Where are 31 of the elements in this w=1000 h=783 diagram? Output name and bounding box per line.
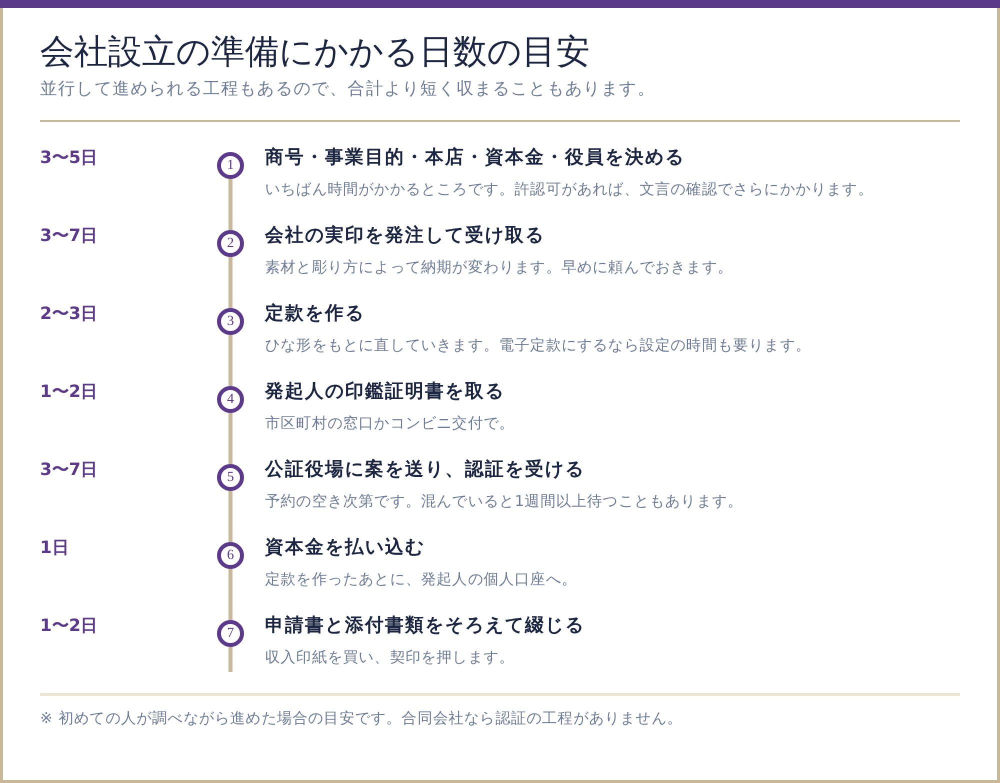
- step-title: 会社の実印を発注して受け取る: [265, 224, 545, 248]
- step-description: 予約の空き次第です。混んでいると1週間以上待つこともあります。: [265, 491, 744, 511]
- subtitle: 並行して進められる工程もあるので、合計より短く収まることもあります。: [40, 78, 656, 101]
- timeline-line: [228, 179, 232, 230]
- step-title: 公証役場に案を送り、認証を受ける: [265, 458, 585, 482]
- duration-label: 1日: [40, 537, 69, 560]
- timeline-line: [228, 413, 232, 464]
- duration-label: 2〜3日: [40, 303, 98, 326]
- step-title: 発起人の印鑑証明書を取る: [265, 380, 505, 404]
- footnote: ※ 初めての人が調べながら進めた場合の目安です。合同会社なら認証の工程がありません。: [40, 708, 683, 729]
- timeline-line: [228, 647, 232, 672]
- duration-label: 3〜7日: [40, 225, 98, 248]
- timeline-line: [228, 491, 232, 542]
- duration-label: 3〜5日: [40, 147, 98, 170]
- duration-label: 1〜2日: [40, 381, 98, 404]
- page-title: 会社設立の準備にかかる日数の目安: [40, 31, 590, 74]
- step-title: 商号・事業目的・本店・資本金・役員を決める: [265, 146, 685, 170]
- step-title: 定款を作る: [265, 302, 365, 326]
- step-description: 定款を作ったあとに、発起人の個人口座へ。: [265, 569, 577, 589]
- step-description: 収入印紙を買い、契印を押します。: [265, 647, 515, 667]
- timeline-line: [228, 335, 232, 386]
- step-title: 資本金を払い込む: [265, 536, 425, 560]
- step-title: 申請書と添付書類をそろえて綴じる: [265, 614, 585, 638]
- duration-label: 3〜7日: [40, 459, 98, 482]
- timeline-line: [228, 569, 232, 620]
- step-description: 素材と彫り方によって納期が変わります。早めに頼んでおきます。: [265, 257, 733, 277]
- timeline-line: [228, 257, 232, 308]
- duration-label: 1〜2日: [40, 615, 98, 638]
- step-description: いちばん時間がかかるところです。許認可があれば、文言の確認でさらにかかります。: [265, 179, 874, 199]
- step-description: 市区町村の窓口かコンビニ交付で。: [265, 413, 515, 433]
- step-description: ひな形をもとに直していきます。電子定款にするなら設定の時間も要ります。: [265, 335, 811, 355]
